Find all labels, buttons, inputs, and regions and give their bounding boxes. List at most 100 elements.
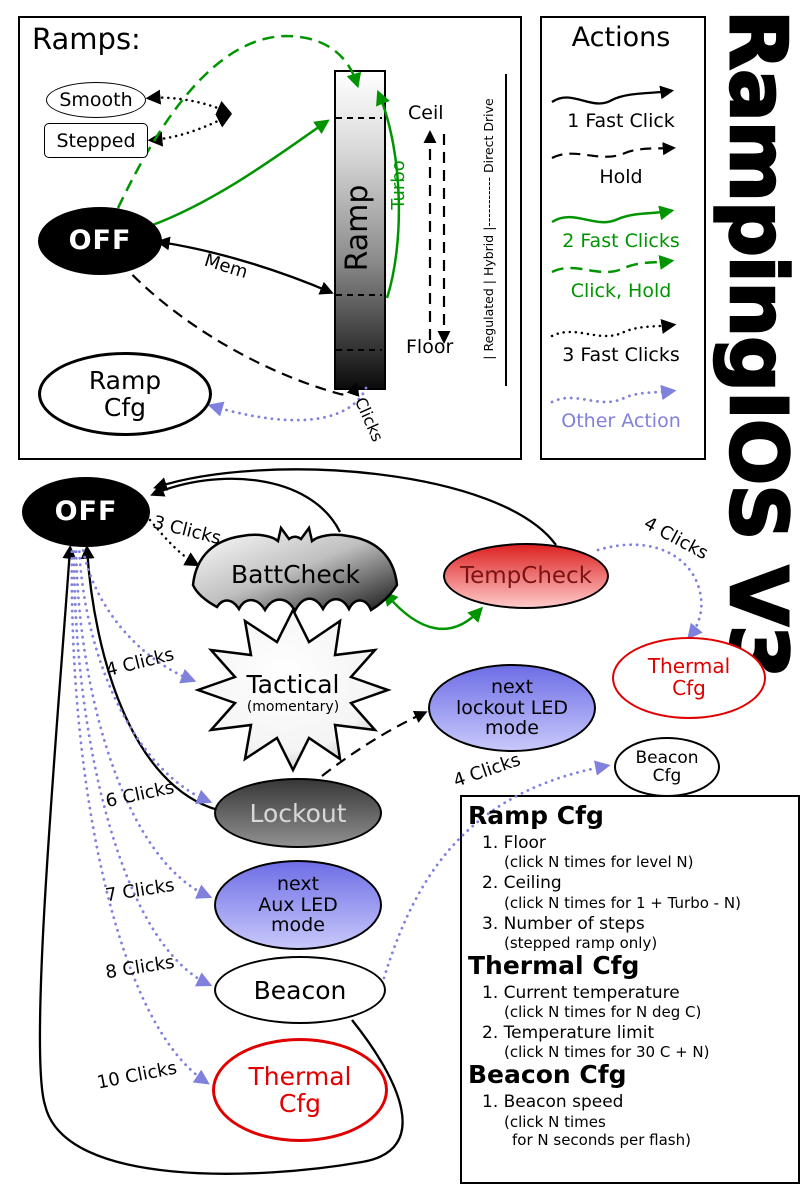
beacon-cfg-item1-sub2: for N seconds per flash)	[512, 1130, 691, 1149]
arrow-action-2clicks	[551, 205, 675, 224]
action-label-3clicks: 3 Fast Clicks	[562, 344, 680, 366]
beacon-cfg-node: Beacon Cfg	[614, 737, 720, 797]
arrow-off-6click-lockout	[77, 543, 213, 804]
arrow-action-1click	[551, 85, 675, 105]
thermal-cfg-line2: Cfg	[672, 676, 706, 700]
arrow-stepped-toggle	[147, 113, 232, 147]
ramp-cfg-item2: 2. Ceiling	[482, 873, 562, 894]
arrow-off-7click-aux	[74, 543, 213, 899]
actions-panel	[540, 16, 706, 460]
arrow-modes-loop-to-off	[38, 544, 404, 1175]
off-label: OFF	[68, 225, 132, 257]
thermal-cfg-item2: 2. Temperature limit	[482, 1023, 655, 1044]
action-label-2clicks: 2 Fast Clicks	[562, 230, 680, 252]
lockout-node: Lockout	[214, 778, 382, 848]
arrow-battcheck-tempcheck	[383, 590, 484, 631]
thermal-cfg-item2-sub: (click N times for 30 C + N)	[504, 1043, 710, 1062]
arrow-off-mem-ramp	[155, 236, 334, 295]
ceil-label: Ceil	[408, 102, 444, 124]
arrow-off-hold-ramp	[119, 261, 360, 397]
thermal-cfg-item1: 1. Current temperature	[482, 982, 680, 1003]
smooth-node: Smooth	[46, 82, 146, 118]
ramp-cfg-node: Ramp Cfg	[38, 352, 212, 436]
action-label-clickhold: Click, Hold	[570, 280, 672, 302]
lockout-label: Lockout	[249, 798, 347, 828]
off-node-main: OFF	[22, 477, 150, 547]
arrow-off-clickhold-ramp	[116, 34, 362, 209]
actions-title: Actions	[571, 22, 671, 53]
beacon-cfg-item1: 1. Beacon speed	[482, 1092, 624, 1113]
tempcheck-label: TempCheck	[459, 562, 593, 589]
ramp-cfg-item3-sub: (stepped ramp only)	[504, 933, 658, 952]
tempcheck-node: TempCheck	[443, 543, 609, 609]
next-lockout-line3: mode	[485, 717, 539, 740]
tactical-shape	[194, 607, 392, 773]
thermal-cfg-item1-sub: (click N times for N deg C)	[504, 1003, 702, 1022]
ramp-cfg-item2-sub: (click N times for 1 + Turbo - N)	[504, 893, 741, 912]
stepped-node: Stepped	[44, 123, 148, 158]
ramp-cfg-item1: 1. Floor	[482, 832, 546, 853]
action-label-1click: 1 Fast Click	[567, 110, 675, 132]
arrow-off-4click-tactical	[80, 542, 197, 684]
beacon-cfg-line1: Beacon	[635, 747, 699, 768]
battcheck-shape	[191, 525, 399, 614]
stepped-label: Stepped	[56, 129, 136, 152]
ramp-cfg-heading: Ramp Cfg	[468, 801, 604, 830]
arrow-tempcheck-4click-thermalcfg	[596, 543, 703, 640]
thermal-cfg-line1: Thermal	[647, 654, 731, 679]
arrow-smooth-toggle	[145, 89, 233, 115]
next-aux-line3: mode	[271, 914, 325, 937]
arrow-action-other	[550, 384, 677, 404]
thermal-cfg-node: Thermal Cfg	[612, 637, 766, 719]
action-label-hold: Hold	[599, 166, 643, 188]
arrow-action-clickhold	[551, 255, 675, 274]
thermal-cfg-heading: Thermal Cfg	[468, 950, 640, 980]
ramp-cfg-line2: Cfg	[103, 393, 147, 422]
floor-label: Floor	[406, 336, 454, 358]
action-label-other: Other Action	[561, 410, 681, 432]
arrow-action-3clicks	[550, 319, 677, 338]
turbo-label: Turbo	[388, 160, 409, 210]
next-aux-line1: next	[276, 873, 320, 896]
ramp-cfg-item1-sub: (click N times for level N)	[504, 853, 694, 872]
beacon-node: Beacon	[214, 956, 386, 1024]
off-node-top: OFF	[38, 207, 162, 275]
thermal-cfg-node-bottom: Thermal Cfg	[212, 1038, 388, 1142]
next-lockout-line1: next	[490, 676, 534, 699]
arrow-ramp-4click-rampcfg	[207, 386, 368, 422]
battcheck-label: BattCheck	[231, 560, 360, 589]
smooth-label: Smooth	[59, 88, 133, 111]
beacon-cfg-heading: Beacon Cfg	[468, 1060, 627, 1090]
arrow-beacon-4click-beaconcfg	[382, 760, 611, 980]
beacon-cfg-item1-sub1: (click N times	[504, 1112, 606, 1131]
arrow-ramp-turbo	[376, 89, 401, 299]
next-lockout-led-node: next lockout LED mode	[428, 664, 596, 752]
next-aux-led-node: next Aux LED mode	[214, 860, 382, 950]
arrow-off-3click-battcheck	[148, 518, 200, 567]
beacon-cfg-line2: Cfg	[652, 766, 682, 786]
thermal-cfg2-line2: Cfg	[278, 1089, 322, 1118]
arrow-off-10click-thermal	[70, 543, 210, 1085]
arrow-tempcheck-to-off	[153, 468, 557, 546]
tactical-sublabel: (momentary)	[246, 699, 340, 715]
tactical-label: Tactical	[246, 670, 340, 699]
arrow-action-hold	[551, 142, 676, 159]
cfg-box-content: Ramp Cfg 1. Floor (click N times for lev…	[468, 801, 790, 1149]
cfg-panel	[460, 795, 800, 1184]
ramp-cfg-item3: 3. Number of steps	[482, 913, 645, 934]
ramp-bar-label: Ramp	[340, 184, 375, 272]
arrow-lockout-to-off	[80, 544, 219, 812]
ramp-bar	[334, 70, 386, 390]
arrow-battcheck-to-off	[150, 477, 342, 533]
beacon-label: Beacon	[253, 975, 347, 1005]
ramps-title: Ramps:	[32, 22, 141, 56]
ramp-cfg-line1: Ramp	[88, 366, 162, 395]
arrow-off-2click-ceiling	[149, 119, 330, 228]
arrow-lockout-hold-ledmode	[321, 710, 428, 777]
drive-scale-label: | Regulated | Hybrid |----------- Direct…	[481, 98, 496, 360]
off-main-label: OFF	[54, 496, 118, 528]
thermal-cfg2-line1: Thermal	[248, 1062, 352, 1091]
next-aux-line2: Aux LED	[258, 893, 338, 916]
